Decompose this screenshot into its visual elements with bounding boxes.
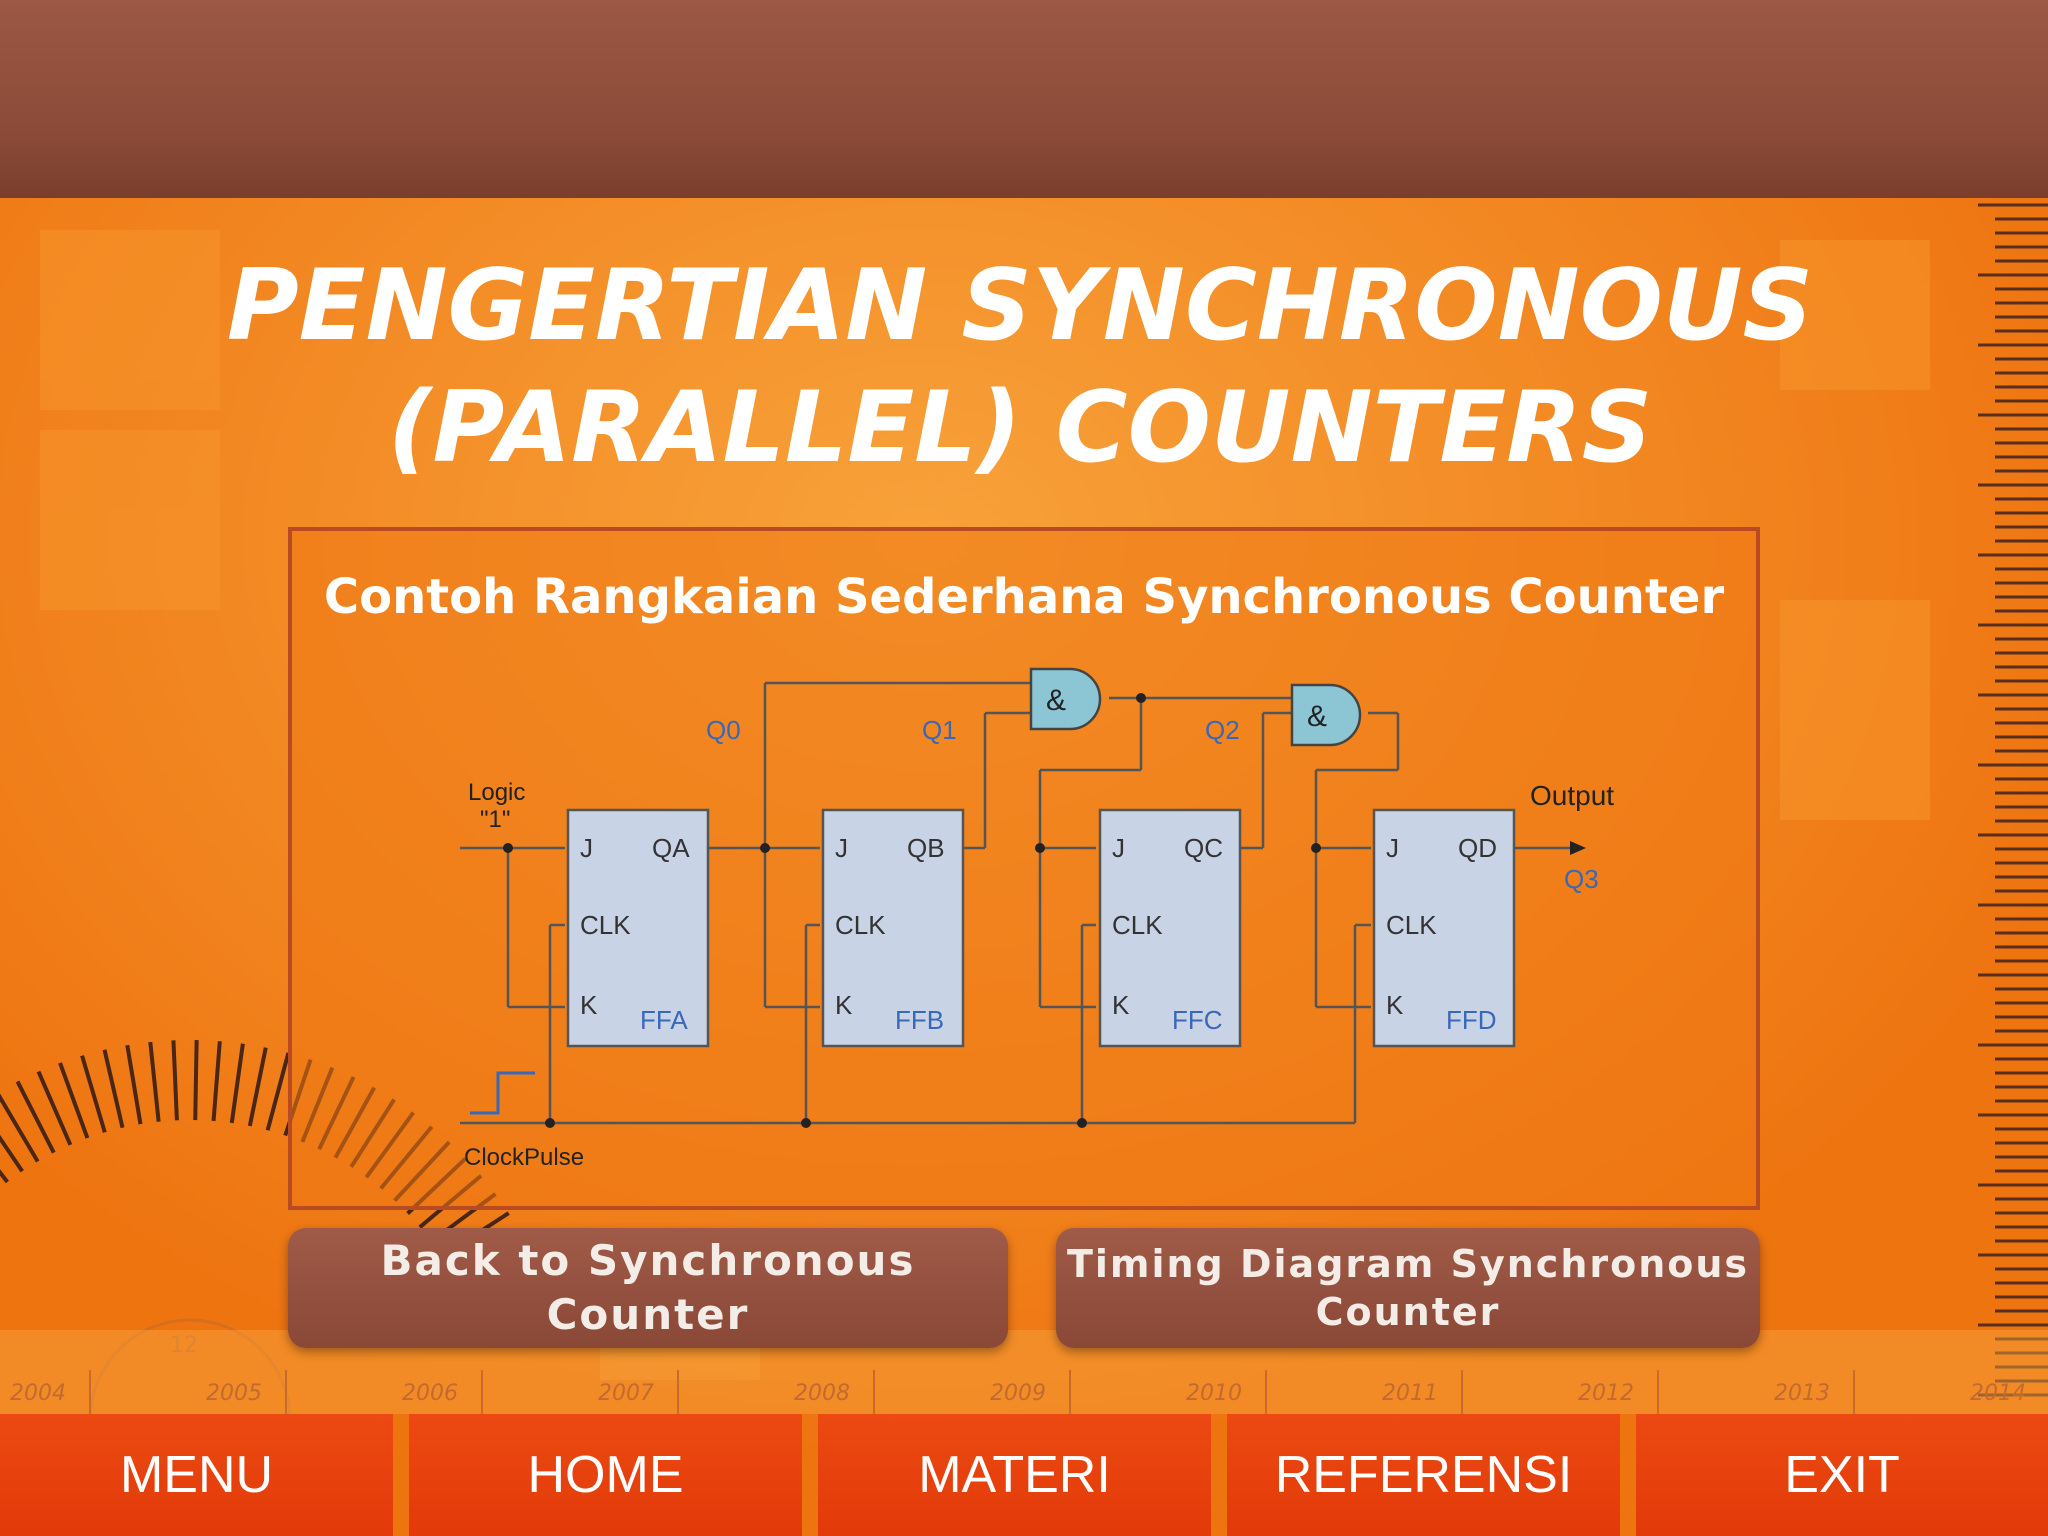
junction-dots xyxy=(503,693,1321,1128)
and-gate-1: & xyxy=(1029,667,1102,731)
ffc-pin-clk: CLK xyxy=(1112,910,1163,940)
q2-label: Q2 xyxy=(1205,715,1240,745)
output-label: Output xyxy=(1530,780,1614,811)
ffb-pin-clk: CLK xyxy=(835,910,886,940)
logic-label: Logic xyxy=(468,779,525,806)
and-gate-2-symbol: & xyxy=(1307,700,1327,733)
ffb-pin-k: K xyxy=(835,990,853,1020)
ffd-pin-clk: CLK xyxy=(1386,910,1437,940)
nav-referensi-button[interactable]: REFERENSI xyxy=(1227,1414,1620,1536)
year-label: 2005 xyxy=(206,1381,262,1406)
timing-diagram-button[interactable]: Timing Diagram Synchronous Counter xyxy=(1056,1228,1760,1348)
logic-value-label: "1" xyxy=(480,806,510,833)
year-label: 2014 xyxy=(1970,1381,2026,1406)
ffb-pin-j: J xyxy=(835,833,848,863)
year-label: 2009 xyxy=(990,1381,1046,1406)
title-line-1: PENGERTIAN SYNCHRONOUS xyxy=(226,249,1814,363)
and-gate-1-symbol: & xyxy=(1046,684,1066,717)
back-button-line-1: Back to Synchronous xyxy=(380,1236,916,1285)
ffa-pin-clk: CLK xyxy=(580,910,631,940)
ffc-pin-j: J xyxy=(1112,833,1125,863)
q1-label: Q1 xyxy=(922,715,957,745)
ffc-q-label: QC xyxy=(1184,833,1223,863)
circuit-diagram: J QA CLK K FFA J QB CLK K FFB J QC CLK K… xyxy=(460,667,1614,1171)
year-label: 2012 xyxy=(1578,1381,1634,1406)
clock-number: 12 xyxy=(170,1333,198,1358)
flipflop-ffa: J QA CLK K FFA xyxy=(566,808,710,1048)
back-button-line-2: Counter xyxy=(546,1290,750,1339)
year-label: 2011 xyxy=(1382,1381,1438,1406)
clockpulse-label: ClockPulse xyxy=(464,1144,584,1171)
ffa-pin-k: K xyxy=(580,990,598,1020)
page-title: PENGERTIAN SYNCHRONOUS (PARALLEL) COUNTE… xyxy=(200,245,1840,489)
flipflop-ffd: J QD CLK K FFD xyxy=(1372,808,1516,1048)
year-label: 2010 xyxy=(1186,1381,1242,1406)
ffb-name: FFB xyxy=(895,1005,944,1035)
year-label: 2007 xyxy=(598,1381,654,1406)
flipflop-ffc: J QC CLK K FFC xyxy=(1098,808,1242,1048)
nav-materi-button[interactable]: MATERI xyxy=(818,1414,1211,1536)
back-to-synchronous-button[interactable]: Back to Synchronous Counter xyxy=(288,1228,1008,1348)
ffd-pin-k: K xyxy=(1386,990,1404,1020)
ffa-name: FFA xyxy=(640,1005,688,1035)
top-bar xyxy=(0,0,2048,198)
nav-home-button[interactable]: HOME xyxy=(409,1414,802,1536)
ffa-pin-j: J xyxy=(580,833,593,863)
year-label: 2006 xyxy=(402,1381,458,1406)
ffc-name: FFC xyxy=(1172,1005,1223,1035)
ffd-pin-j: J xyxy=(1386,833,1399,863)
and-gate-2: & xyxy=(1290,683,1362,747)
flipflop-ffb: J QB CLK K FFB xyxy=(821,808,965,1048)
title-line-2: (PARALLEL) COUNTERS xyxy=(387,371,1653,485)
ffb-q-label: QB xyxy=(907,833,945,863)
year-label: 2004 xyxy=(10,1381,66,1406)
circuit-wires xyxy=(460,681,1570,1125)
nav-exit-button[interactable]: EXIT xyxy=(1636,1414,2048,1536)
year-label: 2013 xyxy=(1774,1381,1830,1406)
ruler-decoration xyxy=(1978,203,2048,1397)
ffd-name: FFD xyxy=(1446,1005,1497,1035)
year-label: 2008 xyxy=(794,1381,850,1406)
bottom-nav: MENU HOME MATERI REFERENSI EXIT xyxy=(0,1414,2048,1536)
q3-label: Q3 xyxy=(1564,864,1599,894)
ffc-pin-k: K xyxy=(1112,990,1130,1020)
output-arrow xyxy=(1570,841,1586,855)
ffd-q-label: QD xyxy=(1458,833,1497,863)
content-subtitle: Contoh Rangkaian Sederhana Synchronous C… xyxy=(323,569,1725,625)
timing-button-line-2: Counter xyxy=(1315,1290,1501,1334)
q0-label: Q0 xyxy=(706,715,741,745)
year-scale: 2004 2005 2006 2007 2008 2009 2010 2011 2012 2013… xyxy=(10,1381,2026,1406)
clock-pulse-icon xyxy=(470,1071,535,1115)
timing-button-line-1: Timing Diagram Synchronous xyxy=(1066,1242,1750,1286)
ffa-q-label: QA xyxy=(652,833,690,863)
nav-menu-button[interactable]: MENU xyxy=(0,1414,393,1536)
